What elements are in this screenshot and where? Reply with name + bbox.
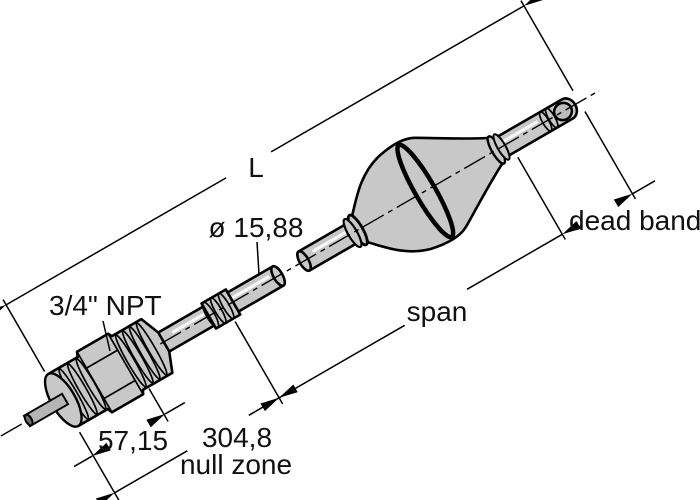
dim-line-L-right	[270, 0, 543, 153]
float-body	[351, 136, 504, 253]
diameter-leader-line	[256, 241, 260, 275]
label-thread-size: 3/4" NPT	[49, 290, 162, 321]
ext-line-face-lower	[78, 431, 122, 500]
label-tube-diameter: ø 15,88	[209, 212, 304, 243]
label-dead-band: dead band	[569, 205, 700, 236]
locknut-ridge-3	[128, 326, 161, 380]
ext-line-tube-end-upper	[520, 0, 574, 92]
locknut-ridge-2	[121, 330, 154, 384]
dim-line-dead-band-arrow	[613, 180, 656, 208]
dim-line-5715-right-arrow	[146, 401, 186, 428]
label-overall-length: L	[248, 152, 264, 183]
dim-line-L-left	[0, 177, 227, 319]
npt-leader-line	[102, 320, 111, 352]
ext-line-fitting-back	[148, 388, 169, 422]
ext-line-float-neck	[517, 156, 566, 240]
dim-line-span-right	[466, 220, 581, 290]
ext-line-collar	[234, 321, 284, 405]
label-null-zone-value: 304,8	[202, 422, 272, 453]
dim-line-3048-left	[95, 450, 188, 500]
centerline-main	[159, 92, 596, 345]
sensing-rod-tip	[23, 413, 34, 427]
dim-line-3048-right	[248, 384, 298, 416]
dim-line-5715-left-arrow	[73, 442, 111, 468]
label-null-zone-caption: null zone	[180, 449, 292, 480]
label-fitting-length: 57,15	[98, 425, 168, 456]
process-fitting-body	[47, 317, 174, 428]
centerline-tip-segment	[0, 421, 26, 437]
ext-line-tube-end-lower	[584, 111, 637, 200]
label-span: span	[407, 296, 468, 327]
thread-ridge-2	[66, 362, 99, 416]
ext-line-face-upper	[2, 299, 46, 372]
hex-nut-facets	[76, 332, 145, 414]
dim-line-span-left	[260, 324, 406, 412]
